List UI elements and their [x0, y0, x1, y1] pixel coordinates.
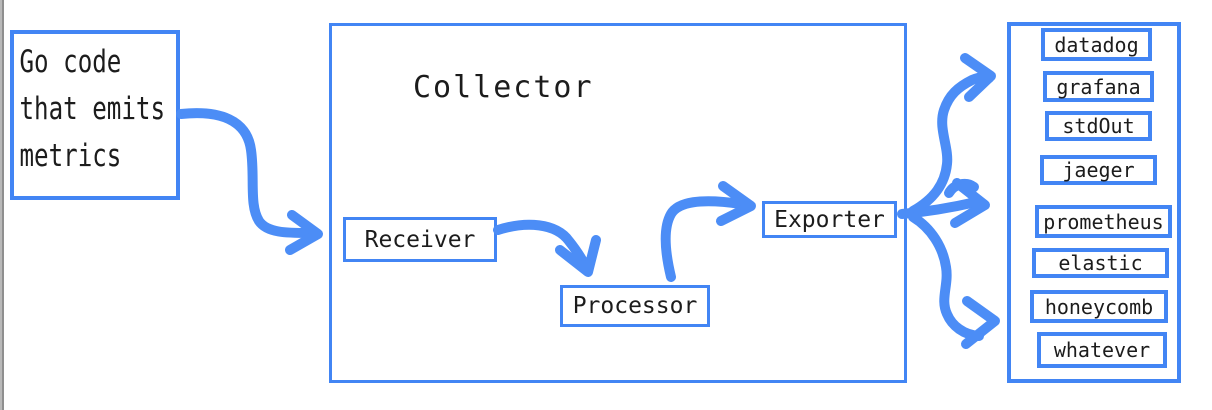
exporter-box: Exporter: [762, 201, 897, 238]
destination-honeycomb: honeycomb: [1030, 290, 1168, 323]
processor-box: Processor: [560, 285, 710, 327]
destination-whatever: whatever: [1037, 332, 1167, 368]
destination-datadog: datadog: [1041, 28, 1152, 61]
arrow-source-to-collector: [176, 108, 323, 255]
source-code-box: Go code that emits metrics: [10, 30, 180, 200]
destination-prometheus: prometheus: [1035, 205, 1172, 238]
source-code-label: Go code that emits metrics: [14, 34, 178, 180]
source-line-1: Go code: [19, 44, 122, 80]
arrow-exporter-to-middle-destinations: [897, 178, 990, 228]
destination-grafana: grafana: [1043, 71, 1154, 102]
window-edge-strip: [0, 0, 4, 410]
arrow-exporter-to-bottom-destinations: [908, 212, 1000, 349]
destination-elastic: elastic: [1032, 248, 1169, 278]
receiver-box: Receiver: [343, 217, 497, 262]
source-line-3: metrics: [19, 138, 122, 174]
destination-stdout: stdOut: [1045, 111, 1152, 141]
destination-jaeger: jaeger: [1040, 155, 1157, 185]
source-line-2: that emits: [19, 91, 166, 127]
collector-title: Collector: [413, 70, 594, 105]
arrow-exporter-to-top-destinations: [908, 53, 996, 216]
